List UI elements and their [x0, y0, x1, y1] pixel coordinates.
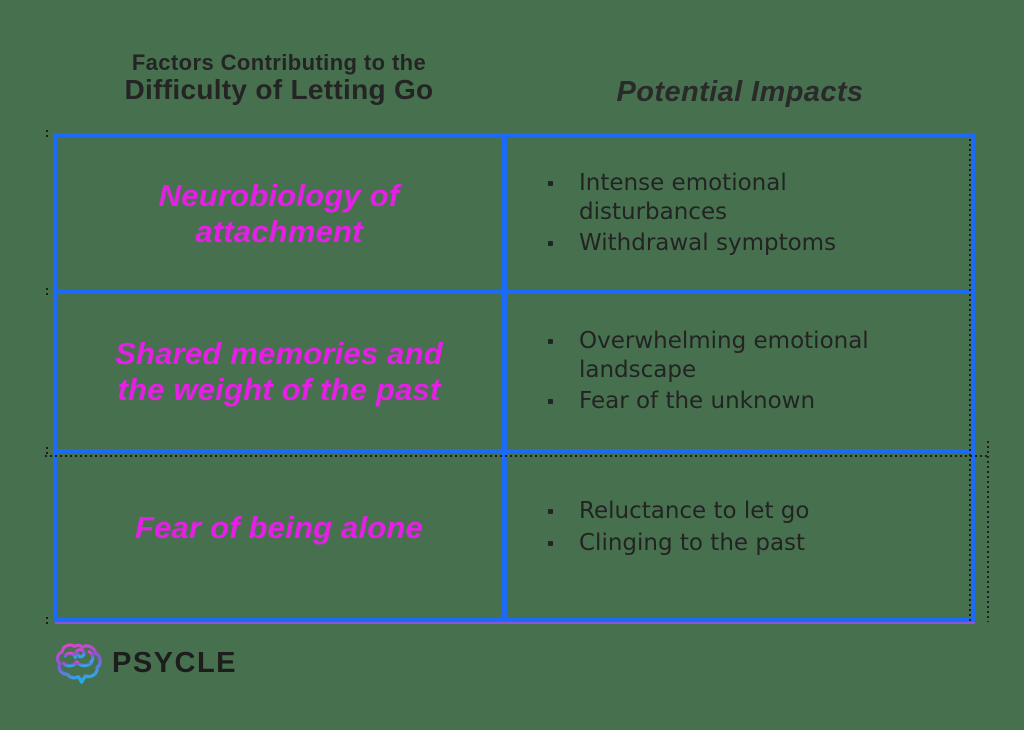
impacts-cell: Reluctance to let go Clinging to the pas…	[505, 453, 975, 618]
impact-item: Fear of the unknown	[545, 387, 890, 416]
table-column-divider	[502, 133, 507, 622]
table-border-bottom	[53, 618, 975, 622]
selection-dotted-tick	[46, 447, 48, 454]
brand-name: PSYCLE	[112, 647, 238, 679]
factors-impacts-table: Neurobiology of attachment Intense emoti…	[53, 133, 975, 624]
factor-text: Fear of being alone	[134, 509, 423, 545]
factors-column-title: Factors Contributing to the Difficulty o…	[53, 50, 505, 106]
impacts-list: Reluctance to let go Clinging to the pas…	[545, 495, 890, 559]
impact-item: Clinging to the past	[545, 529, 890, 558]
psycle-logo: PSYCLE	[55, 641, 237, 686]
table-row-divider-2	[53, 449, 975, 453]
impacts-cell: Overwhelming emotional landscape Fear of…	[505, 294, 975, 449]
brain-gradient-icon	[55, 641, 105, 686]
factor-cell: Shared memories and the weight of the pa…	[53, 294, 505, 449]
factor-text: Neurobiology of attachment	[158, 178, 400, 249]
selection-dotted-line-horizontal	[45, 455, 990, 457]
selection-dotted-tick	[46, 288, 48, 295]
impacts-list: Overwhelming emotional landscape Fear of…	[545, 325, 890, 419]
selection-dotted-tick	[46, 617, 48, 624]
table-border-bottom-accent	[55, 622, 975, 624]
table-row: Neurobiology of attachment Intense emoti…	[53, 137, 975, 290]
factor-cell: Fear of being alone	[53, 453, 505, 618]
table-border-top	[53, 133, 975, 137]
impact-item: Intense emotional disturbances	[545, 169, 890, 227]
selection-dotted-line-vertical	[969, 139, 971, 622]
factors-title-line1: Factors Contributing to the	[131, 50, 427, 75]
selection-dotted-line-vertical	[987, 441, 989, 622]
impact-item: Withdrawal symptoms	[545, 229, 890, 258]
table-row-divider-1	[53, 290, 975, 294]
impacts-column-title: Potential Impacts	[616, 76, 864, 108]
factors-title-line2: Difficulty of Letting Go	[124, 74, 434, 106]
table-row: Shared memories and the weight of the pa…	[53, 294, 975, 449]
selection-dotted-tick	[46, 130, 48, 137]
impacts-list: Intense emotional disturbances Withdrawa…	[545, 167, 890, 261]
table-border-right	[971, 133, 975, 622]
factor-text: Shared memories and the weight of the pa…	[115, 336, 443, 407]
impact-item: Overwhelming emotional landscape	[545, 327, 890, 385]
table-row: Fear of being alone Reluctance to let go…	[53, 453, 975, 618]
table-border-left	[53, 133, 57, 622]
impacts-cell: Intense emotional disturbances Withdrawa…	[505, 137, 975, 290]
impact-item: Reluctance to let go	[545, 497, 890, 526]
factor-cell: Neurobiology of attachment	[53, 137, 505, 290]
